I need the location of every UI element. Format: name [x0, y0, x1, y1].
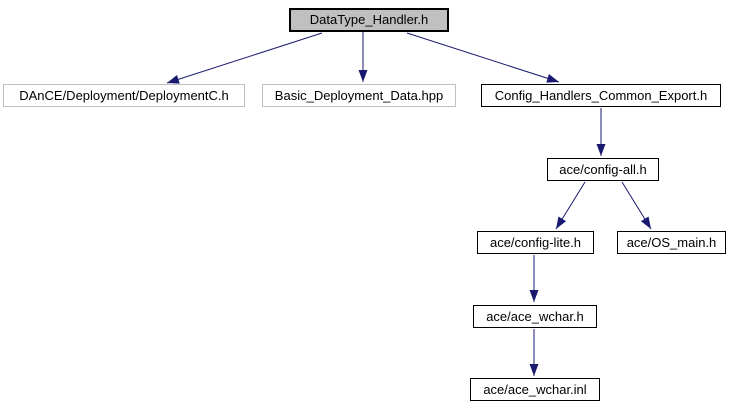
graph-node-ace-ace-wchar-h[interactable]: ace/ace_wchar.h [473, 305, 597, 328]
graph-node-ace-config-lite-h[interactable]: ace/config-lite.h [477, 231, 594, 254]
edge-root-to-config-handlers-common-export [406, 32, 560, 83]
graph-node-config-handlers-common-export-h[interactable]: Config_Handlers_Common_Export.h [481, 84, 721, 107]
edge-config-all-to-os-main [621, 181, 652, 230]
edge-config-all-to-config-lite [555, 181, 586, 230]
graph-node-ace-config-all-h[interactable]: ace/config-all.h [547, 158, 659, 181]
graph-node-ace-ace-wchar-inl[interactable]: ace/ace_wchar.inl [470, 378, 600, 401]
edge-root-to-deploymentc [166, 32, 323, 84]
graph-node-datatype-handler-h: DataType_Handler.h [289, 8, 449, 32]
graph-node-basic-deployment-data-hpp: Basic_Deployment_Data.hpp [262, 84, 456, 107]
graph-node-ace-os-main-h[interactable]: ace/OS_main.h [617, 231, 726, 254]
graph-node-dance-deployment-deploymentc-h: DAnCE/Deployment/DeploymentC.h [3, 84, 245, 107]
